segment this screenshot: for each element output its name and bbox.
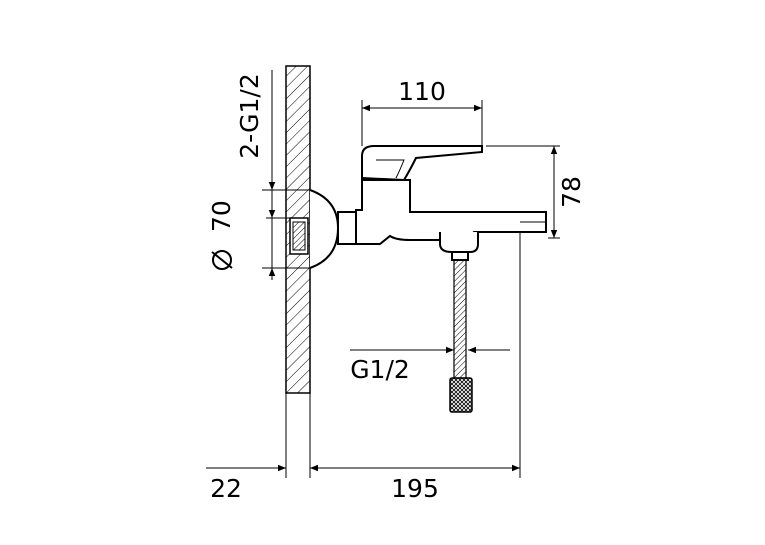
- wall-fitting: [289, 217, 309, 255]
- wall-flange: [309, 189, 340, 269]
- dimension-diameter-70: 70: [207, 178, 310, 280]
- diameter-label: 70: [207, 200, 236, 232]
- dimension-2-g1-2: 2-G1/2: [235, 70, 290, 219]
- hose-thread-label: G1/2: [350, 355, 410, 384]
- dimension-195: 195: [310, 464, 520, 503]
- dimension-110: 110: [361, 77, 483, 146]
- dimension-g1-2: G1/2: [350, 346, 510, 384]
- dimension-110-label: 110: [398, 77, 446, 106]
- dimension-78: 78: [486, 145, 586, 239]
- dimension-22: 22: [206, 464, 286, 503]
- total-projection-label: 195: [391, 474, 439, 503]
- shower-hose: [449, 251, 473, 413]
- connection-nut: [337, 211, 357, 245]
- faucet-body: [355, 145, 547, 253]
- wall-offset-label: 22: [210, 474, 242, 503]
- diameter-icon: [212, 250, 232, 270]
- thread-vertical-label: 2-G1/2: [235, 73, 264, 158]
- dimension-78-label: 78: [557, 176, 586, 208]
